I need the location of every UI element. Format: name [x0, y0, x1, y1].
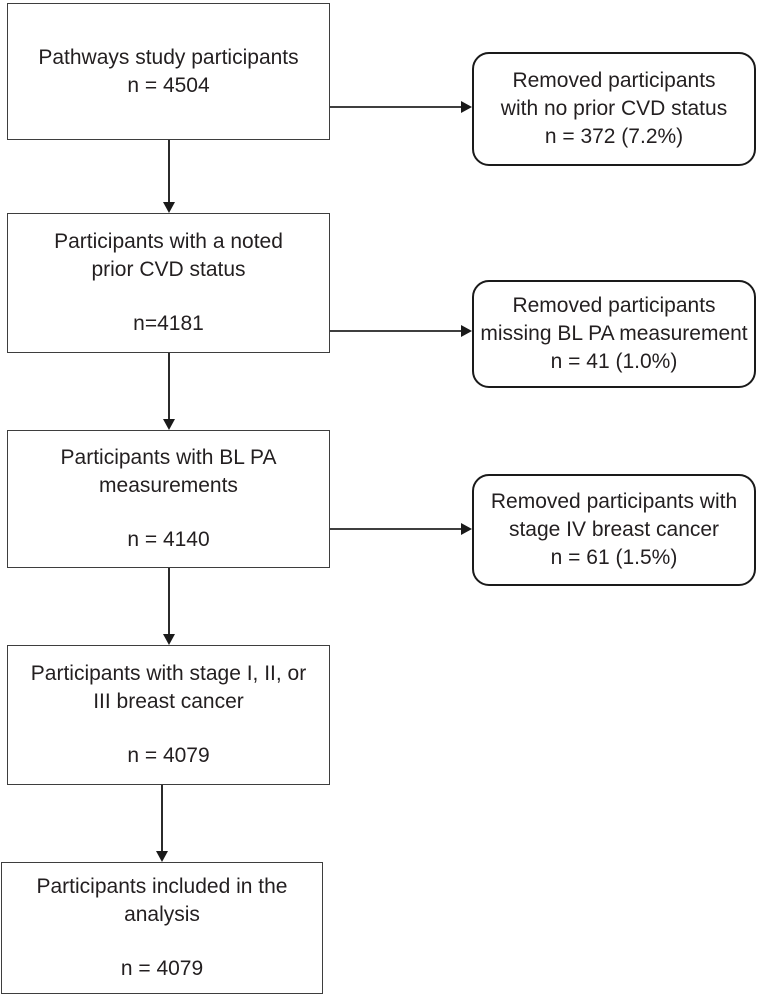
box-title-line: analysis: [124, 903, 200, 926]
arrow-stem: [330, 106, 461, 108]
arrowhead-icon: [461, 101, 472, 113]
down-arrow-icon: [162, 568, 175, 645]
box-count: n=4181: [133, 312, 204, 335]
arrowhead-icon: [162, 419, 175, 430]
down-arrow-icon: [162, 353, 175, 430]
box-included-analysis: Participants included in the analysis n …: [1, 862, 323, 994]
right-arrow-icon: [330, 325, 472, 338]
box-title-line: Pathways study participants: [38, 45, 299, 69]
box-title-line: measurements: [99, 474, 238, 497]
box-removed-stage-4: Removed participants with stage IV breas…: [472, 474, 756, 586]
box-title-line: III breast cancer: [93, 690, 244, 713]
box-title-line: Participants with BL PA: [60, 446, 277, 469]
box-count: n = 41 (1.0%): [550, 350, 678, 373]
box-bl-pa-measurements: Participants with BL PA measurements n =…: [7, 430, 330, 568]
arrowhead-icon: [461, 523, 472, 535]
box-title-line: prior CVD status: [91, 258, 246, 281]
arrow-stem: [167, 353, 170, 419]
box-title-line: Removed participants: [512, 294, 716, 317]
box-removed-missing-bl-pa: Removed participants missing BL PA measu…: [472, 280, 756, 388]
arrow-stem: [167, 140, 170, 202]
box-noted-prior-cvd: Participants with a noted prior CVD stat…: [7, 213, 330, 353]
arrowhead-icon: [155, 851, 168, 862]
arrowhead-icon: [461, 325, 472, 337]
arrowhead-icon: [162, 634, 175, 645]
arrow-stem: [330, 330, 461, 332]
box-title-line: Participants with a noted: [54, 230, 283, 253]
box-title-line: Removed participants with: [490, 490, 738, 513]
box-count: n = 4140: [127, 528, 210, 551]
box-count: n = 372 (7.2%): [544, 125, 684, 148]
down-arrow-icon: [162, 140, 175, 213]
arrow-stem: [330, 528, 461, 530]
box-count: n = 4504: [127, 73, 210, 97]
right-arrow-icon: [330, 101, 472, 114]
box-pathways-participants: Pathways study participants n = 4504: [7, 3, 330, 140]
box-title-line: Participants with stage I, II, or: [30, 662, 307, 685]
box-count: n = 4079: [127, 744, 210, 767]
box-title-line: with no prior CVD status: [500, 97, 728, 120]
box-title-line: stage IV breast cancer: [508, 518, 720, 541]
box-count: n = 61 (1.5%): [550, 546, 678, 569]
box-title-line: Removed participants: [512, 69, 716, 92]
right-arrow-icon: [330, 523, 472, 536]
box-removed-no-cvd-status: Removed participants with no prior CVD s…: [472, 52, 756, 166]
box-title-line: Participants included in the: [36, 875, 288, 898]
box-count: n = 4079: [120, 957, 204, 980]
down-arrow-icon: [155, 785, 168, 862]
arrow-stem: [167, 568, 170, 634]
box-stage-1-2-3: Participants with stage I, II, or III br…: [7, 645, 330, 785]
arrow-stem: [160, 785, 163, 851]
box-title-line: missing BL PA measurement: [480, 322, 748, 345]
arrowhead-icon: [162, 202, 175, 213]
